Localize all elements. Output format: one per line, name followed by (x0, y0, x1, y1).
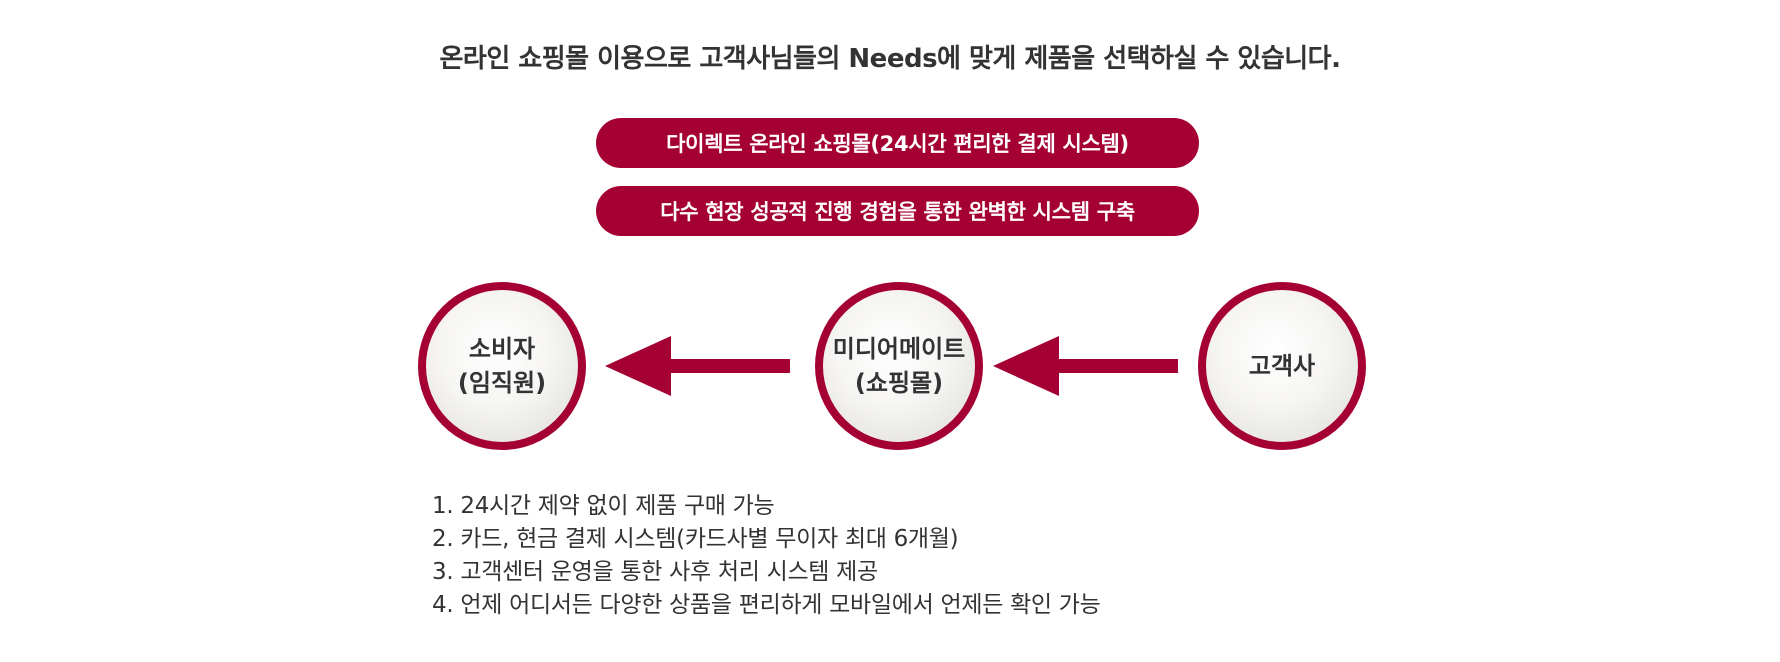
benefit-item: 3. 고객센터 운영을 통한 사후 처리 시스템 제공 (432, 559, 878, 585)
node-client: 고객사 (1198, 282, 1366, 450)
benefit-item: 4. 언제 어디서든 다양한 상품을 편리하게 모바일에서 언제든 확인 가능 (432, 592, 1101, 618)
node-media-mate-sublabel: (쇼핑몰) (854, 369, 944, 397)
feature-pill-online-mall: 다이렉트 온라인 쇼핑몰(24시간 편리한 결제 시스템) (596, 118, 1199, 168)
node-client-label: 고객사 (1248, 352, 1316, 380)
flow-arrow-left-icon (605, 336, 790, 396)
node-consumer-sublabel: (임직원) (457, 369, 547, 397)
benefits-list: 1. 24시간 제약 없이 제품 구매 가능 2. 카드, 현금 결제 시스템(… (432, 490, 1101, 622)
benefit-item: 2. 카드, 현금 결제 시스템(카드사별 무이자 최대 6개월) (432, 526, 959, 552)
node-media-mate-label: 미디어메이트 (832, 335, 966, 363)
flow-arrow-left-icon (993, 336, 1178, 396)
feature-pill-system: 다수 현장 성공적 진행 경험을 통한 완벽한 시스템 구축 (596, 186, 1199, 236)
node-consumer-label: 소비자 (468, 335, 536, 363)
headline: 온라인 쇼핑몰 이용으로 고객사님들의 Needs에 맞게 제품을 선택하실 수… (439, 44, 1341, 74)
node-consumer: 소비자 (임직원) (418, 282, 586, 450)
node-media-mate: 미디어메이트 (쇼핑몰) (815, 282, 983, 450)
benefit-item: 1. 24시간 제약 없이 제품 구매 가능 (432, 493, 775, 519)
